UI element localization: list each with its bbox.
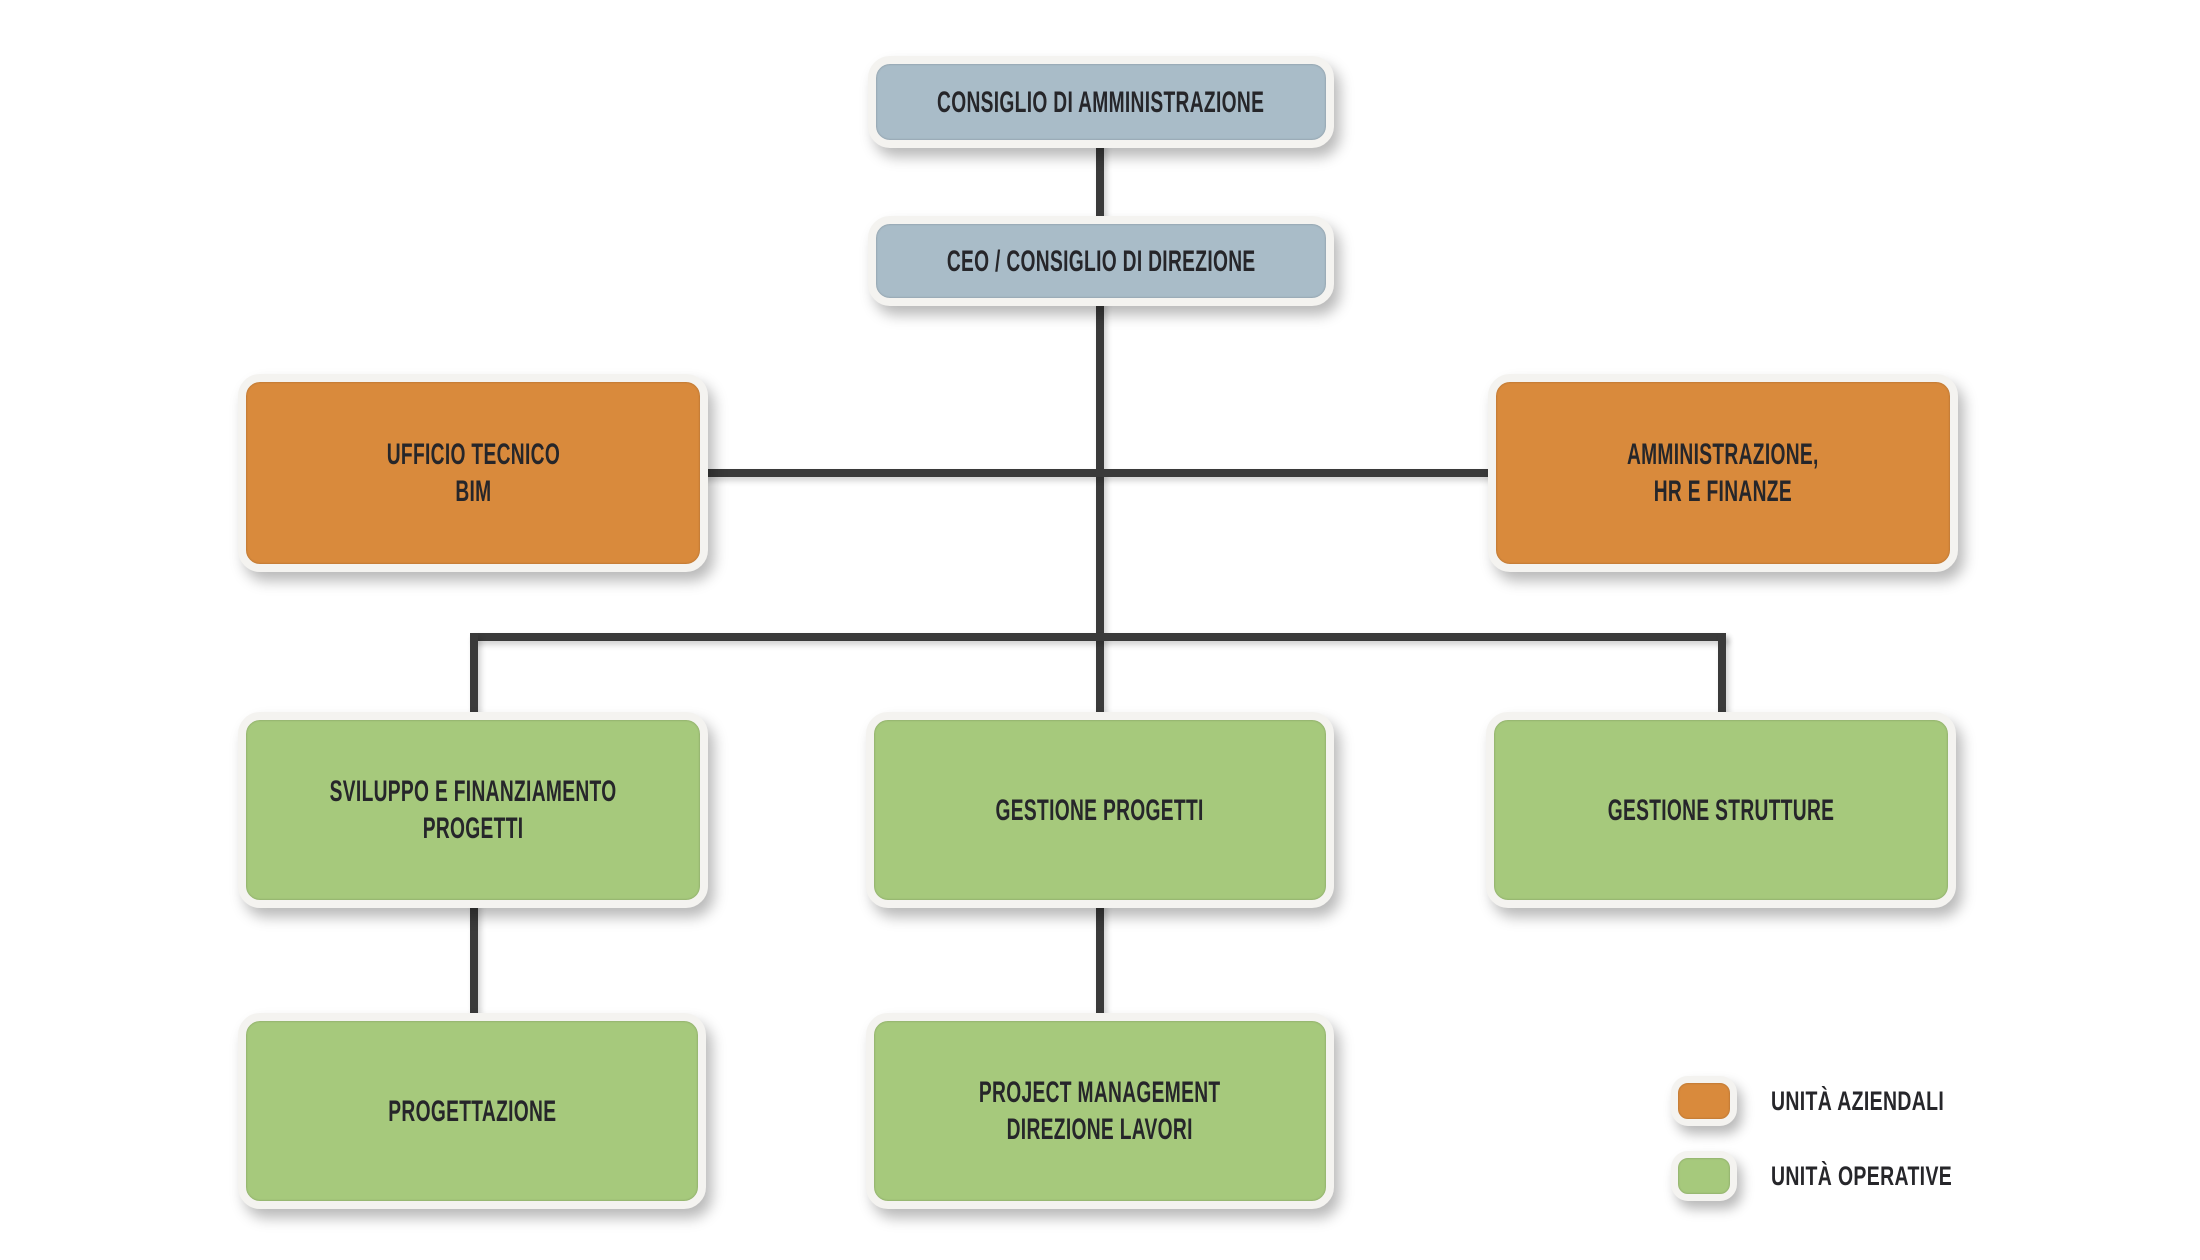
- node-ceo-consiglio-di-direzione: CEO / CONSIGLIO DI DIREZIONE: [868, 216, 1334, 306]
- node-label-line: BIM: [454, 475, 492, 508]
- node-label-line: SVILUPPO E FINANZIAMENTO: [329, 775, 617, 808]
- node-consiglio-di-amministrazione: CONSIGLIO DI AMMINISTRAZIONE: [868, 56, 1334, 148]
- node-project-management-direzione-lavori: PROJECT MANAGEMENT DIREZIONE LAVORI: [866, 1013, 1334, 1209]
- node-label-line: DIREZIONE LAVORI: [1006, 1113, 1194, 1146]
- connector-drop-right: [1718, 633, 1726, 725]
- legend-swatch-operative: [1671, 1151, 1737, 1201]
- node-label-line: PROGETTI: [422, 812, 524, 845]
- legend-item-unita-operative: UNITÀ OPERATIVE: [1671, 1151, 2023, 1201]
- legend-swatch-business: [1671, 1076, 1737, 1126]
- node-label: CEO / CONSIGLIO DI DIREZIONE: [946, 244, 1256, 278]
- node-label: PROGETTAZIONE: [387, 1094, 557, 1128]
- legend-label: UNITÀ AZIENDALI: [1771, 1085, 1945, 1116]
- node-label: CONSIGLIO DI AMMINISTRAZIONE: [937, 85, 1265, 119]
- connector-sviluppo-progettazione: [470, 895, 478, 1023]
- connector-gestione-pm: [1096, 895, 1104, 1023]
- legend-item-unita-aziendali: UNITÀ AZIENDALI: [1671, 1076, 2011, 1126]
- connector-operative-units-bar: [470, 633, 1726, 641]
- node-label-line: HR E FINANZE: [1653, 475, 1793, 508]
- node-label-line: UFFICIO TECNICO: [386, 438, 560, 471]
- node-sviluppo-finanziamento-progetti: SVILUPPO E FINANZIAMENTO PROGETTI: [238, 712, 708, 908]
- node-gestione-strutture: GESTIONE STRUTTURE: [1486, 712, 1956, 908]
- node-gestione-progetti: GESTIONE PROGETTI: [866, 712, 1334, 908]
- legend-label: UNITÀ OPERATIVE: [1771, 1160, 1953, 1191]
- connector-business-units-bar: [700, 469, 1500, 477]
- connector-board-to-ceo: [1096, 135, 1104, 225]
- node-label-line: AMMINISTRAZIONE,: [1627, 438, 1819, 471]
- node-amministrazione-hr-finanze: AMMINISTRAZIONE, HR E FINANZE: [1488, 374, 1958, 572]
- node-ufficio-tecnico-bim: UFFICIO TECNICO BIM: [238, 374, 708, 572]
- node-label-line: PROJECT MANAGEMENT: [979, 1076, 1221, 1109]
- node-progettazione: PROGETTAZIONE: [238, 1013, 706, 1209]
- node-label: GESTIONE PROGETTI: [995, 793, 1205, 827]
- node-label: GESTIONE STRUTTURE: [1607, 793, 1835, 827]
- connector-drop-left: [470, 633, 478, 725]
- connector-ceo-trunk: [1096, 295, 1104, 720]
